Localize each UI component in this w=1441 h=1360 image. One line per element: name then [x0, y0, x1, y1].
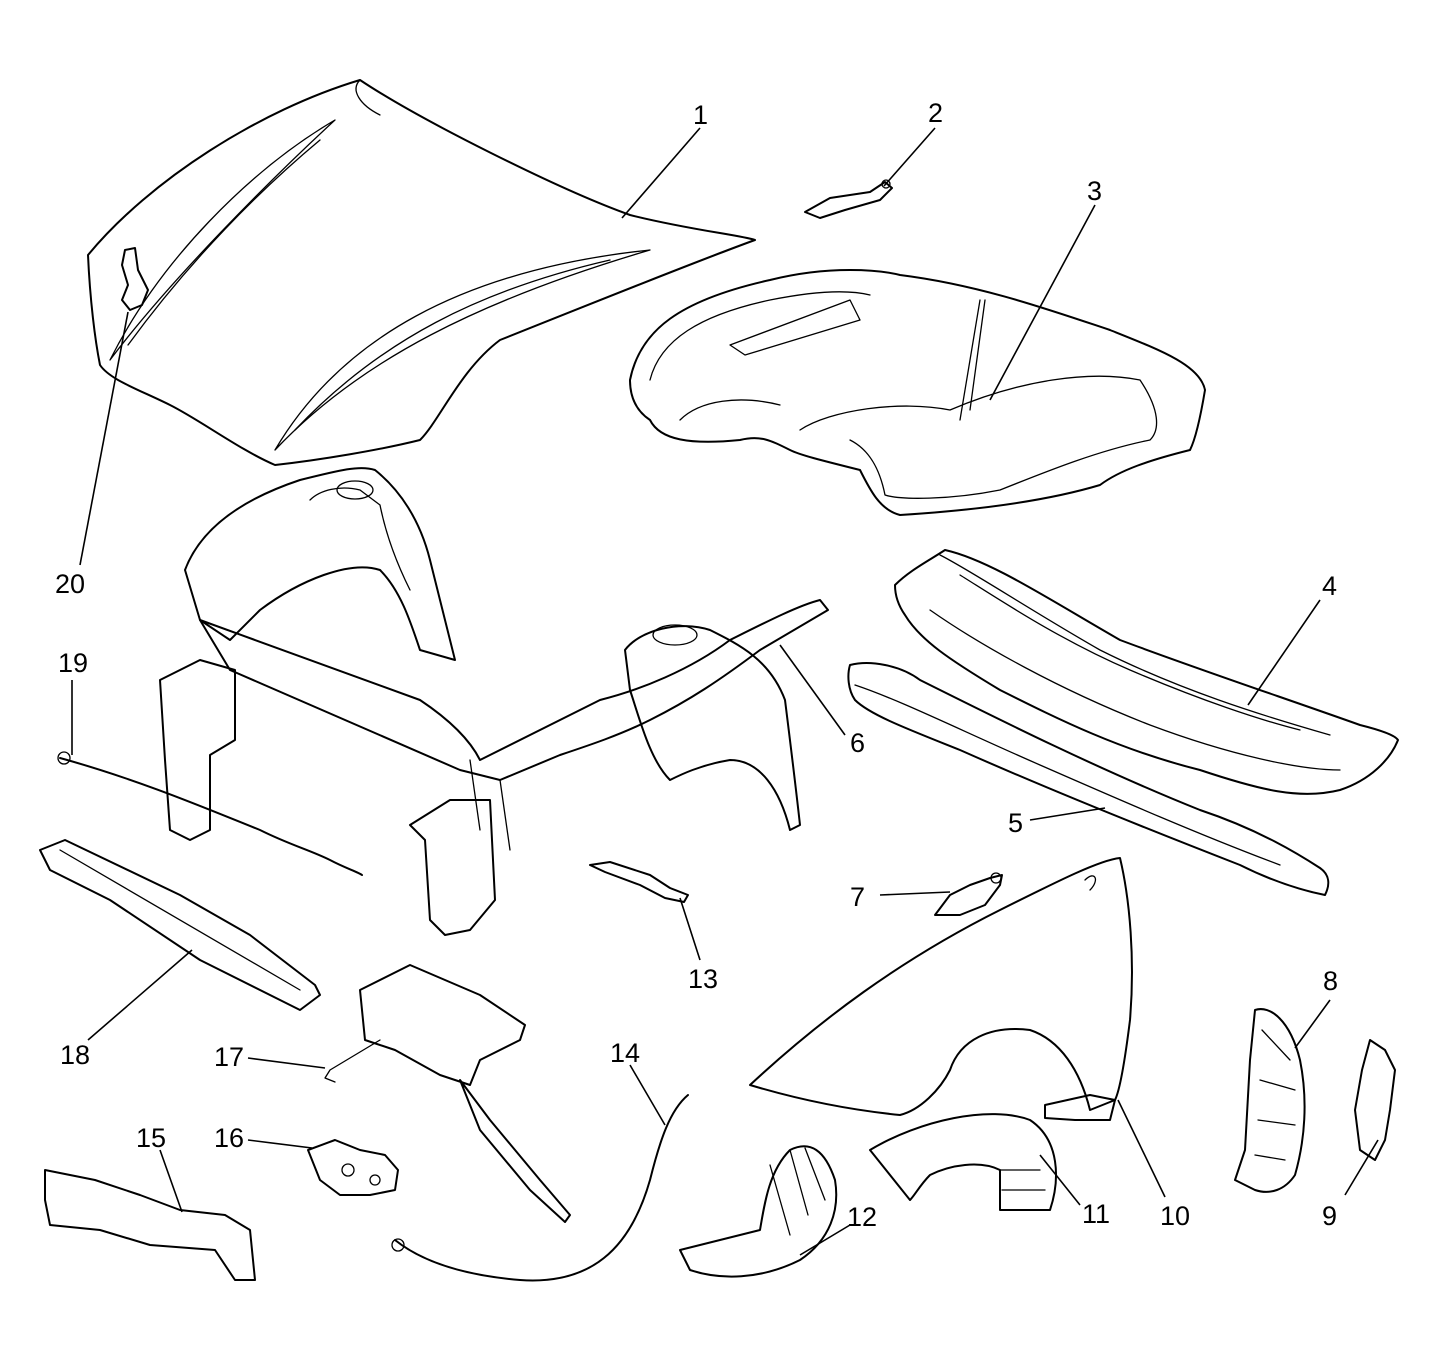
callout-8: 8: [1323, 966, 1338, 996]
part-hood: [87, 79, 756, 466]
callout-12: 12: [847, 1202, 877, 1232]
leader-3: [989, 204, 1096, 401]
callout-11: 11: [1082, 1199, 1110, 1229]
part-fender-panel-rear: [1234, 1008, 1306, 1193]
callout-6: 6: [850, 728, 865, 758]
part-lower-bracket: [44, 1169, 256, 1281]
part-latch-support: [324, 964, 571, 1223]
callout-19: 19: [58, 648, 88, 678]
part-support-rail: [39, 839, 321, 1011]
part-small-bracket: [121, 247, 149, 311]
leader-14: [629, 1064, 666, 1126]
callout-10: 10: [1160, 1201, 1190, 1231]
callout-4: 4: [1322, 571, 1337, 601]
part-fender-bracket: [934, 872, 1003, 916]
leader-17: [247, 1057, 326, 1069]
part-release-cable: [391, 1094, 689, 1282]
callout-16: 16: [214, 1123, 244, 1153]
callout-1: 1: [693, 100, 708, 130]
part-hinge-bracket: [804, 179, 893, 219]
leader-8: [1294, 999, 1331, 1049]
part-splash-shield: [679, 1145, 838, 1278]
callout-2: 2: [928, 98, 943, 128]
leader-16: [247, 1139, 313, 1149]
leader-9: [1344, 1139, 1379, 1196]
callout-18: 18: [60, 1040, 90, 1070]
callout-17: 17: [214, 1042, 244, 1072]
part-cowl-grille: [894, 549, 1399, 795]
leader-11: [1039, 1154, 1081, 1206]
part-wheelhouse-liner: [869, 1113, 1057, 1211]
callout-13: 13: [688, 964, 718, 994]
callout-numbers: 1 2 3 4 5 6 7 8 9 10 11 12 13 14 15 16 1…: [55, 98, 1338, 1232]
callout-20: 20: [55, 569, 85, 599]
part-fender-brace: [1354, 1039, 1396, 1161]
callout-9: 9: [1322, 1201, 1337, 1231]
callout-3: 3: [1087, 176, 1102, 206]
part-hood-insulator: [629, 269, 1206, 516]
part-cowl-panel: [847, 662, 1330, 896]
callout-7: 7: [850, 882, 865, 912]
leader-12: [799, 1224, 851, 1256]
leader-10: [1117, 1099, 1166, 1198]
leader-5: [1029, 807, 1106, 821]
leader-18: [87, 949, 193, 1041]
leader-1: [621, 127, 701, 219]
leader-7: [879, 891, 951, 896]
callout-15: 15: [136, 1123, 166, 1153]
leader-lines: [71, 127, 1379, 1256]
callout-14: 14: [610, 1038, 640, 1068]
callout-5: 5: [1008, 808, 1023, 838]
part-cable-end: [589, 861, 689, 903]
leader-20: [79, 311, 129, 566]
part-hood-latch: [307, 1139, 399, 1196]
leader-6: [779, 644, 846, 736]
leader-4: [1247, 599, 1321, 706]
leader-2: [883, 127, 936, 187]
part-front-frame: [159, 467, 829, 936]
leader-15: [159, 1149, 183, 1213]
part-front-fender: [749, 857, 1133, 1121]
part-prop-rod: [57, 751, 363, 876]
leader-13: [679, 897, 701, 961]
